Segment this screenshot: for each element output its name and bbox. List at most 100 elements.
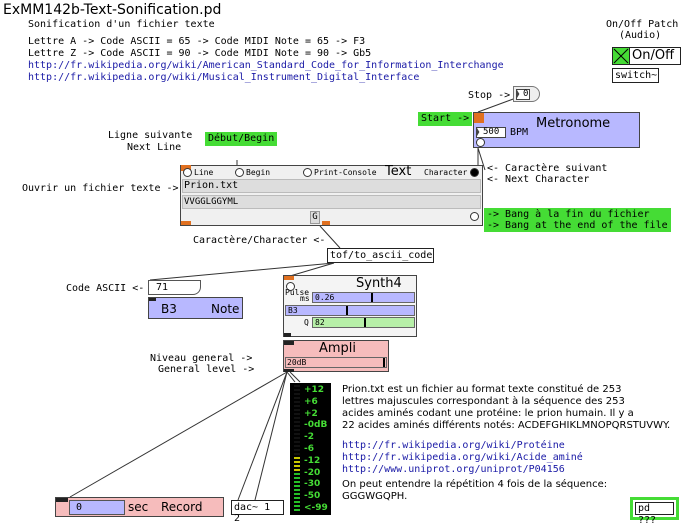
vu-segment bbox=[294, 453, 300, 455]
vu-segment bbox=[294, 473, 300, 475]
note-inlet bbox=[149, 298, 156, 301]
dac-object[interactable]: dac~ 1 2 bbox=[231, 500, 284, 524]
next-line-label1: Ligne suivante bbox=[108, 130, 193, 141]
text-outlet-mid bbox=[322, 221, 330, 225]
char-display: G bbox=[310, 211, 320, 224]
switch-label: switch~ bbox=[615, 70, 658, 81]
bang-end-label2: -> Bang at the end of the file bbox=[487, 220, 668, 231]
vu-tick-label: +2 bbox=[304, 408, 318, 419]
ampli-slider[interactable]: 20dB bbox=[285, 357, 387, 368]
ascii-object[interactable]: tof/to_ascii_code bbox=[327, 248, 434, 263]
vu-tick-label: +12 bbox=[304, 385, 325, 395]
record-object[interactable]: 0 sec Record bbox=[55, 497, 224, 517]
vu-segment bbox=[294, 481, 300, 483]
vu-segment bbox=[294, 409, 300, 411]
uniprot-link[interactable]: http://www.uniprot.org/uniprot/P04156 bbox=[342, 464, 565, 475]
vu-segment bbox=[294, 421, 300, 423]
vu-tick-label: -30 bbox=[304, 479, 321, 490]
metro-bpm-number[interactable]: 500 bbox=[476, 127, 506, 138]
text-outlet-left bbox=[181, 221, 191, 225]
metronome[interactable]: Metronome 500 BPM bbox=[473, 112, 640, 148]
metro-title: Metronome bbox=[536, 116, 611, 131]
desc-p5: On peut entendre la répétition 4 fois de… bbox=[342, 479, 608, 490]
toggle-x-icon bbox=[613, 48, 630, 64]
text-object[interactable]: Line Begin Print-Console Text Character … bbox=[180, 165, 483, 226]
begin-label: Begin bbox=[246, 168, 271, 177]
vu-segment bbox=[294, 405, 300, 407]
q-handle bbox=[364, 318, 366, 327]
header-line1: Sonification d'un fichier texte bbox=[28, 19, 215, 30]
vu-tick-label: -20 bbox=[304, 467, 321, 478]
bang-end-label: -> Bang à la fin du fichier -> Bang at t… bbox=[484, 208, 671, 232]
synth-outlet bbox=[284, 333, 291, 337]
onoff-label1: On/Off Patch bbox=[606, 19, 679, 30]
ampli-object[interactable]: Ampli 20dB bbox=[283, 340, 389, 372]
next-char-label1: <- Caractère suivant bbox=[487, 163, 608, 174]
character-bang[interactable] bbox=[470, 168, 479, 177]
pd-subpatch-frame[interactable]: pd ??? bbox=[630, 497, 679, 526]
ampli-outlet bbox=[284, 369, 294, 372]
vu-tick-label: -2 bbox=[304, 432, 314, 443]
synth-note-value: B3 bbox=[288, 306, 298, 315]
synth-bang[interactable] bbox=[286, 282, 295, 291]
vu-segment bbox=[294, 393, 300, 395]
ampli-handle bbox=[383, 358, 385, 367]
metro-bang[interactable] bbox=[476, 138, 485, 147]
ascii-link[interactable]: http://fr.wikipedia.org/wiki/American_St… bbox=[28, 60, 504, 71]
ampli-title: Ampli bbox=[319, 341, 357, 356]
desc-p3: acides aminés codant une protéine: le pr… bbox=[342, 408, 634, 419]
vu-segment bbox=[294, 401, 300, 403]
metro-toggle-icon[interactable] bbox=[474, 113, 484, 123]
pulse-handle bbox=[371, 293, 373, 302]
synth-title: Synth4 bbox=[356, 276, 402, 291]
line-bang[interactable] bbox=[183, 168, 192, 177]
vu-segment bbox=[294, 429, 300, 431]
vu-segment bbox=[294, 485, 300, 487]
stop-number[interactable]: 0 bbox=[516, 89, 530, 100]
synth-inlet bbox=[284, 276, 294, 280]
vu-segment bbox=[294, 469, 300, 471]
begin-bang[interactable] bbox=[235, 168, 244, 177]
desc-p4: 22 acides aminés différents notés: ACDEF… bbox=[342, 420, 671, 431]
onoff-label2: (Audio) bbox=[619, 30, 662, 41]
vu-segment bbox=[294, 505, 300, 507]
open-file-label: Ouvrir un fichier texte -> bbox=[22, 183, 179, 194]
end-bang[interactable] bbox=[470, 212, 479, 221]
desc-p1: Prion.txt est un fichier au format texte… bbox=[342, 384, 622, 395]
amino-acid-link[interactable]: http://fr.wikipedia.org/wiki/Acide_aminé bbox=[342, 452, 583, 463]
record-number[interactable]: 0 bbox=[69, 500, 125, 515]
header-line2: Lettre A -> Code ASCII = 65 -> Code MIDI… bbox=[28, 36, 366, 47]
vu-segment bbox=[294, 477, 300, 479]
switch-object[interactable]: switch~ bbox=[612, 68, 659, 83]
vu-segment bbox=[294, 385, 300, 387]
vu-segment bbox=[294, 457, 300, 459]
vu-tick-label: -0dB bbox=[304, 420, 328, 431]
note-name: B3 bbox=[161, 302, 177, 316]
note-slider[interactable]: B3 bbox=[285, 305, 415, 316]
vu-segment bbox=[294, 461, 300, 463]
vu-segment bbox=[294, 497, 300, 499]
vu-segment bbox=[294, 465, 300, 467]
ms-label: ms bbox=[300, 294, 310, 303]
file-field[interactable]: Prion.txt bbox=[182, 179, 481, 193]
note-handle bbox=[346, 306, 348, 315]
print-bang[interactable] bbox=[303, 168, 312, 177]
midi-link[interactable]: http://fr.wikipedia.org/wiki/Musical_Ins… bbox=[28, 72, 420, 83]
pulse-slider[interactable]: 0.26 bbox=[312, 292, 415, 303]
pd-label: pd ??? bbox=[638, 503, 657, 526]
record-value: 0 bbox=[76, 502, 83, 513]
synth4-object[interactable]: Synth4 Pulse ms 0.26 B3 Q 82 bbox=[283, 275, 417, 337]
protein-link[interactable]: http://fr.wikipedia.org/wiki/Protéine bbox=[342, 440, 565, 451]
stop-label: Stop -> bbox=[468, 90, 511, 101]
pd-subpatch[interactable]: pd ??? bbox=[635, 502, 674, 526]
metro-unit: BPM bbox=[510, 127, 529, 138]
q-slider[interactable]: 82 bbox=[312, 317, 415, 328]
vu-segment bbox=[294, 449, 300, 451]
stop-message[interactable]: 0 bbox=[513, 86, 540, 102]
ascii-number[interactable]: 71 bbox=[148, 280, 201, 295]
onoff-toggle[interactable]: On/Off bbox=[612, 47, 681, 65]
q-label: Q bbox=[304, 318, 309, 327]
line-label: Line bbox=[194, 168, 214, 177]
note-object[interactable]: B3 Note bbox=[148, 297, 243, 319]
vu-segment bbox=[294, 389, 300, 391]
